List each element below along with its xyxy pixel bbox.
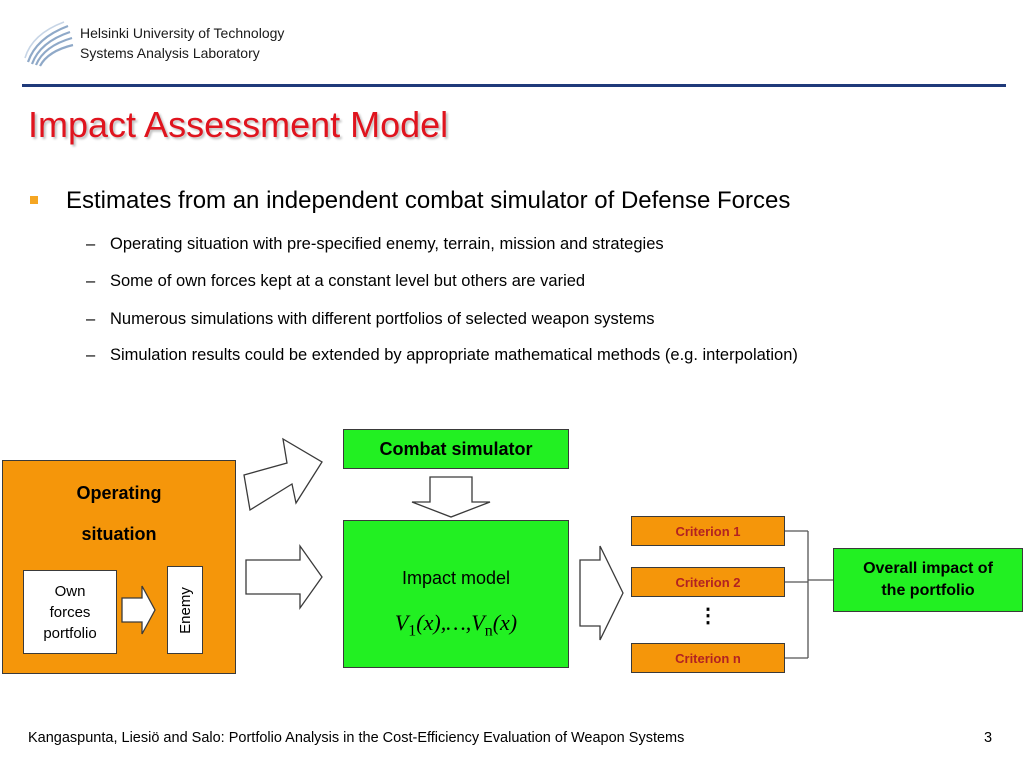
criteria-ellipsis: ⋮ [698,605,718,627]
criterion-label: Criterion 1 [675,523,741,539]
overall-impact-label: Overall impact of [863,560,993,577]
combat-simulator-label: Combat simulator [379,438,533,459]
header-lab: Systems Analysis Laboratory [80,45,260,61]
sub-bullet-dash: – [86,346,96,364]
sub-bullet: –Numerous simulations with different por… [86,310,654,329]
impact-formula: V1(x),…,Vn(x) [343,610,569,640]
university-logo [24,21,74,67]
bullet-marker [30,196,38,204]
own-forces-text: forces [49,603,91,621]
sub-bullet-dash: – [86,235,96,253]
criterion-label: Criterion 2 [675,574,741,590]
combat-simulator-box: Combat simulator [343,429,569,469]
overall-impact-label: the portfolio [881,582,975,599]
bullet-main-text: Estimates from an independent combat sim… [66,187,791,214]
enemy-box: Enemy [167,566,203,654]
sub-bullet: –Some of own forces kept at a constant l… [86,272,585,291]
criterion-1-box: Criterion 1 [631,516,785,546]
sub-bullet-text: Some of own forces kept at a constant le… [110,272,586,290]
criterion-2-box: Criterion 2 [631,567,785,597]
overall-impact-box: Overall impact of the portfolio [833,548,1023,612]
arrow-simulator-to-model [411,476,491,518]
operating-situation-label: situation [81,524,157,544]
header-divider [22,84,1006,87]
header-institution: Helsinki University of Technology [80,25,285,41]
operating-situation-label: Operating [76,483,162,503]
page-number: 3 [984,730,993,746]
sub-bullet-text: Simulation results could be extended by … [110,346,798,364]
own-forces-portfolio-box: Own forces portfolio [23,570,117,654]
sub-bullet-text: Numerous simulations with different port… [110,310,655,328]
arrow-own-to-enemy [121,585,156,635]
own-forces-text: portfolio [43,624,97,642]
sub-bullet: –Operating situation with pre-specified … [86,235,664,254]
sub-bullet: –Simulation results could be extended by… [86,346,798,365]
impact-model-label: Impact model [401,568,511,588]
footer-citation: Kangaspunta, Liesiö and Salo: Portfolio … [28,730,685,746]
page-title: Impact Assessment Model [28,104,449,145]
own-forces-text: Own [54,582,86,600]
sub-bullet-text: Operating situation with pre-specified e… [110,235,664,253]
arrow-to-combat-simulator [243,437,323,512]
impact-model-box [343,520,569,668]
criterion-label: Criterion n [675,650,741,666]
sub-bullet-dash: – [86,310,96,328]
arrow-to-impact-model [245,543,323,611]
arrow-model-to-criteria [579,545,624,641]
criterion-n-box: Criterion n [631,643,785,673]
impact-formula-text: V1(x),…,Vn(x) [394,610,518,640]
sub-bullet-dash: – [86,272,96,290]
